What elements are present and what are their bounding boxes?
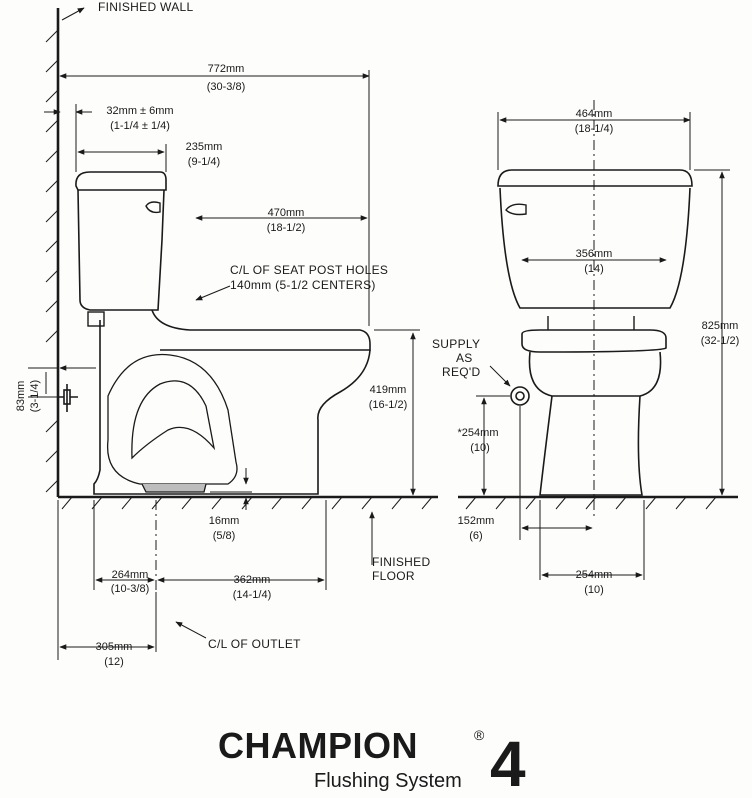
side-tank-lid [75,171,167,191]
dim-supply-offset-mm: 152mm [458,515,495,527]
dim-supply-side-mm: 83mm [15,381,27,412]
dim-supply-offset-in: (6) [469,530,482,542]
side-flush-lever [145,201,161,214]
front-pedestal [539,395,643,496]
dim-seat-height-mm: 419mm [370,384,407,396]
finished-wall-label: FINISHED WALL [98,0,193,14]
dim-bowl-width-in: (14) [584,263,604,275]
side-bowl-outline [93,320,371,495]
front-bowl [528,351,662,397]
front-flush-lever [505,203,527,216]
dim-tank-width-in: (18-1/4) [575,123,614,135]
dim-tank-width-mm: 464mm [576,108,613,120]
dim-tank-depth-mm: 235mm [186,141,223,153]
dim-supply-height-in: (10) [470,442,490,454]
dim-overall-depth-in: (30-3/8) [207,81,246,93]
side-base-foot [141,483,207,493]
brand-subtitle: Flushing System [314,770,462,792]
front-tank-lid [497,169,693,187]
dim-tank-depth-in: (9-1/4) [188,156,220,168]
cl-outlet-label: C/L OF OUTLET [208,637,301,651]
finished-floor-label-1: FINISHED [372,555,430,569]
finished-floor-label-2: FLOOR [372,569,415,583]
dim-bowl-front-mm: 470mm [268,207,305,219]
dim-overall-depth-mm: 772mm [208,63,245,75]
side-trapway-inner [131,380,216,460]
front-seat [521,329,667,353]
tank-connector [87,311,105,327]
dim-bowl-width-mm: 356mm [576,248,613,260]
dim-tank-gap-mm: 32mm ± 6mm [106,105,173,117]
dim-base-width-in: (10) [584,584,604,596]
side-tank-body [77,189,165,311]
brand-name: CHAMPION [218,725,418,766]
dim-rear-to-outlet-in: (10-3/8) [111,583,150,595]
front-floor-hatching [465,496,717,510]
seat-post-label-1: C/L OF SEAT POST HOLES [230,263,388,277]
dim-tank-gap-in: (1-1/4 ± 1/4) [110,120,170,132]
dim-rough-in-mm: 305mm [96,641,133,653]
callout-labels: FINISHED WALL C/L OF SEAT POST HOLES 140… [61,0,480,651]
front-supply-valve [510,386,530,406]
seat-post-label-2: 140mm (5-1/2 CENTERS) [230,278,376,292]
dim-overall-height-mm: 825mm [702,320,739,332]
dim-overall-height-in: (32-1/2) [701,335,740,347]
dimension-values: 772mm (30-3/8) 32mm ± 6mm (1-1/4 ± 1/4) … [96,63,740,668]
dim-bowl-front-in: (18-1/2) [267,222,306,234]
supply-label-1: SUPPLY [432,337,480,351]
wall-hatching [45,29,59,493]
side-supply-valve [58,384,78,412]
dim-rough-in-in: (12) [104,656,124,668]
dim-base-height-in: (5/8) [213,530,236,542]
dim-rear-to-outlet-mm: 264mm [112,569,149,581]
front-tank-body [499,187,691,309]
side-trapway-outer [106,353,238,485]
brand-logo: CHAMPION ® 4 Flushing System [218,725,526,798]
side-dimension-lines [28,70,420,660]
dim-base-height-mm: 16mm [209,515,240,527]
dim-supply-side-in: (3-1/4) [29,380,41,412]
brand-reg-mark: ® [474,727,485,743]
front-dimension-lines [476,112,730,580]
dim-seat-height-in: (16-1/2) [369,399,408,411]
side-seat [151,309,371,351]
side-view [45,8,438,510]
supply-label-2: AS [456,351,473,365]
supply-label-3: REQ'D [442,365,480,379]
brand-number: 4 [490,728,526,798]
dim-base-width-mm: 254mm [576,569,613,581]
dim-supply-side: 83mm (3-1/4) [15,380,41,412]
dim-outlet-to-front-mm: 362mm [234,574,271,586]
front-view [458,100,738,520]
dim-outlet-to-front-in: (14-1/4) [233,589,272,601]
side-floor-hatching [61,496,433,510]
dim-supply-height-mm: *254mm [458,427,499,439]
